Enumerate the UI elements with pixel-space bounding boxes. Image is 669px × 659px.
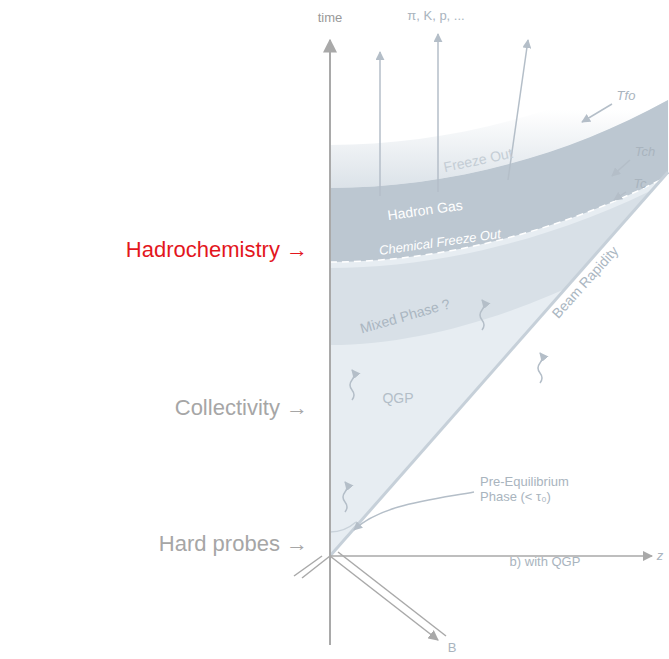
phase-label: Pre-Equilibrium Phase (< τ₀)	[480, 475, 600, 505]
region-label: Chemical Freeze Out	[378, 227, 502, 259]
temperature-label: Tch	[635, 145, 655, 160]
particle-label: π, K, p, ...	[407, 9, 464, 24]
region-label: Freeze Out	[442, 145, 514, 175]
beam-line	[330, 172, 668, 556]
region-label: Hadron Gas	[387, 197, 464, 223]
topic-label: Hard probes →	[159, 531, 308, 556]
region-label: QGP	[382, 390, 413, 406]
particle-arrows	[343, 34, 630, 530]
topic-label: Hadrochemistry →	[126, 237, 308, 262]
axes	[294, 40, 652, 645]
panel-label: b) with QGP	[510, 555, 581, 570]
nucleus-label: B	[448, 641, 457, 656]
region-label: Beam Rapidity	[549, 243, 622, 321]
axis-label: time	[318, 11, 343, 26]
temperature-label: Tc	[633, 177, 646, 192]
region-label: Mixed Phase ?	[358, 296, 451, 337]
temperature-label: Tfo	[617, 89, 636, 104]
topic-label: Collectivity →	[175, 395, 308, 420]
axis-label: z	[657, 549, 664, 564]
